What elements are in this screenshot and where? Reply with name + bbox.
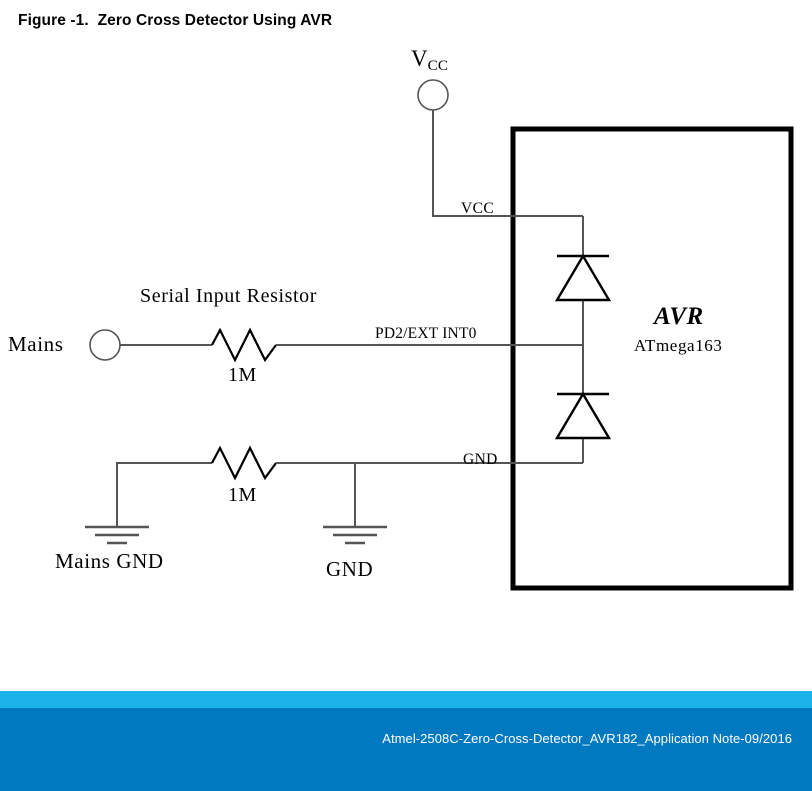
serial-input-resistor-label: Serial Input Resistor xyxy=(140,285,318,307)
mains-ground-symbol xyxy=(85,525,149,545)
clamp-diode-upper xyxy=(554,253,612,302)
wire-vcc-drop xyxy=(432,110,583,217)
device-name-label: AVR xyxy=(654,303,704,330)
wire-mains-gnd-riser xyxy=(116,462,212,527)
ground-symbol xyxy=(323,525,387,545)
ground-resistor-symbol xyxy=(211,445,277,481)
circuit-schematic xyxy=(85,79,794,591)
serial-resistor-value: 1M xyxy=(228,364,257,386)
footer-document-id: Atmel-2508C-Zero-Cross-Detector_AVR182_A… xyxy=(382,731,792,746)
footer-band xyxy=(0,708,812,791)
avr-chip-box xyxy=(510,126,794,591)
vcc-source-label-main: V xyxy=(411,46,428,71)
device-part-label: ATmega163 xyxy=(634,336,723,355)
clamp-diode-lower xyxy=(554,391,612,440)
serial-input-resistor-symbol xyxy=(211,327,277,363)
vcc-source-label: VCC xyxy=(411,46,449,74)
vcc-source-label-sub: CC xyxy=(427,58,449,74)
ground-resistor-value: 1M xyxy=(228,484,257,506)
mains-terminal-icon xyxy=(89,329,121,361)
pin-label-vcc: VCC xyxy=(461,200,495,217)
mains-terminal-label: Mains xyxy=(8,332,64,356)
vcc-source-terminal-icon xyxy=(417,79,449,111)
footer-accent-band xyxy=(0,691,812,708)
pin-label-pd2: PD2/EXT INT0 xyxy=(375,325,477,342)
ground-label: GND xyxy=(326,557,374,581)
mains-ground-label: Mains GND xyxy=(55,549,164,573)
pin-label-gnd: GND xyxy=(463,451,498,468)
figure-title: Figure -1. Zero Cross Detector Using AVR xyxy=(18,12,333,29)
